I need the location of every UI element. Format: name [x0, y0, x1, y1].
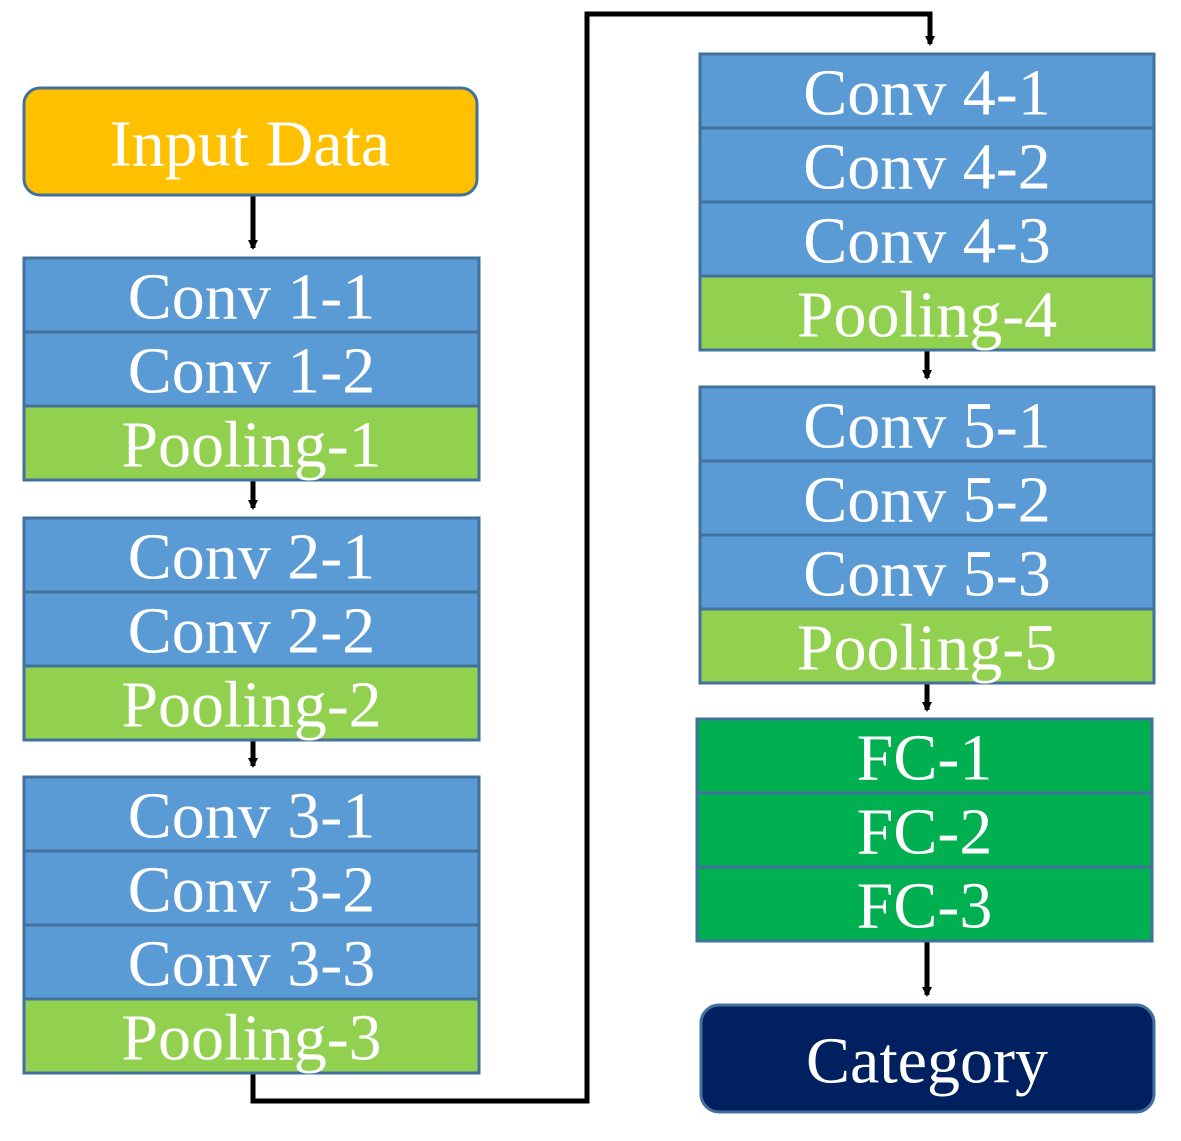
layer-conv-1-1 — [22, 256, 481, 334]
layer-pooling-2-label: Pooling-2 — [121, 669, 381, 742]
layer-conv-5-1 — [698, 385, 1156, 463]
layer-fc-3 — [695, 865, 1154, 943]
layer-pooling-3 — [22, 997, 481, 1075]
layer-pooling-4-label: Pooling-4 — [797, 279, 1057, 352]
layer-conv-4-2-label: Conv 4-2 — [803, 131, 1051, 204]
layer-conv-3-1 — [22, 775, 481, 853]
layer-conv-5-2 — [698, 459, 1156, 537]
layer-fc-2 — [695, 791, 1154, 869]
layer-conv-5-3-label: Conv 5-3 — [803, 538, 1051, 611]
layer-pooling-5 — [698, 607, 1156, 685]
layer-fc-2-label: FC-2 — [857, 796, 993, 869]
layer-conv-3-2-label: Conv 3-2 — [128, 854, 376, 927]
layer-conv-3-3 — [22, 923, 481, 1001]
layer-conv-2-1 — [22, 516, 481, 594]
category-label: Category — [806, 1025, 1048, 1098]
layer-pooling-1-label: Pooling-1 — [121, 409, 381, 482]
layer-conv-5-2-label: Conv 5-2 — [803, 464, 1051, 537]
layer-pooling-5-label: Pooling-5 — [797, 612, 1057, 685]
input-data-label: Input Data — [110, 108, 390, 181]
category-box — [699, 1003, 1156, 1114]
layer-conv-2-2 — [22, 590, 481, 668]
layer-fc-1-label: FC-1 — [857, 722, 993, 795]
layer-conv-5-3 — [698, 533, 1156, 611]
input-data-box — [22, 86, 479, 197]
layer-conv-1-1-label: Conv 1-1 — [128, 261, 376, 334]
arrow-block3-to-block4 — [250, 11, 935, 1104]
layer-conv-4-2 — [698, 126, 1156, 204]
layer-fc-3-label: FC-3 — [857, 870, 993, 943]
layer-conv-1-2-label: Conv 1-2 — [128, 335, 376, 408]
layer-conv-4-1-label: Conv 4-1 — [803, 57, 1051, 130]
layer-conv-2-2-label: Conv 2-2 — [128, 595, 376, 668]
layer-conv-3-2 — [22, 849, 481, 927]
layer-conv-3-1-label: Conv 3-1 — [128, 780, 376, 853]
layer-pooling-4 — [698, 274, 1156, 352]
layer-conv-4-3 — [698, 200, 1156, 278]
layer-conv-3-3-label: Conv 3-3 — [128, 928, 376, 1001]
layer-conv-5-1-label: Conv 5-1 — [803, 390, 1051, 463]
layer-conv-2-1-label: Conv 2-1 — [128, 521, 376, 594]
connector-arrows — [248, 11, 935, 1104]
layer-pooling-3-label: Pooling-3 — [121, 1002, 381, 1075]
layer-pooling-2 — [22, 664, 481, 742]
layer-pooling-1 — [22, 404, 481, 482]
layer-conv-4-3-label: Conv 4-3 — [803, 205, 1051, 278]
layer-fc-1 — [695, 717, 1154, 795]
layer-conv-4-1 — [698, 52, 1156, 130]
